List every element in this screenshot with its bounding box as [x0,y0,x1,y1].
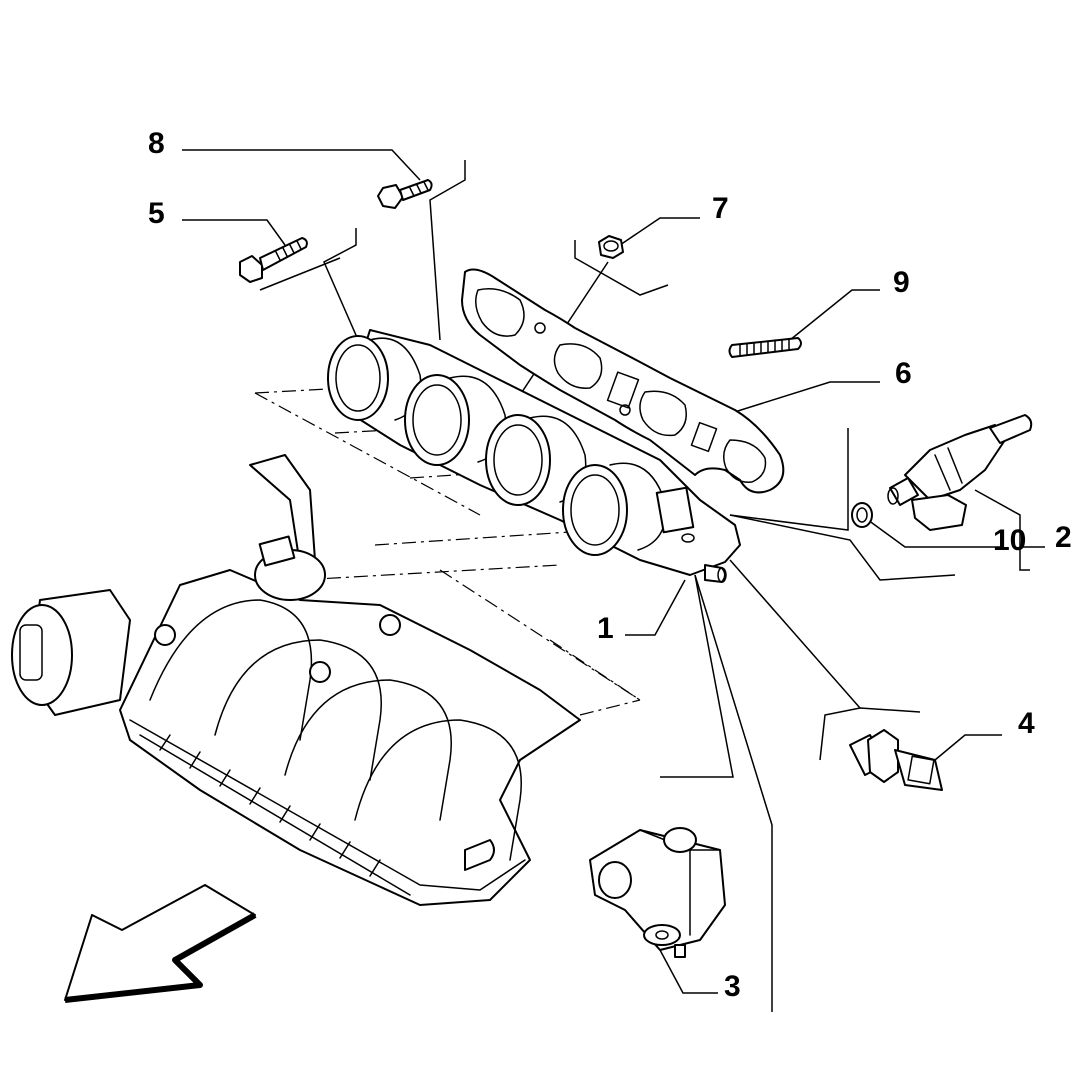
bolt-5 [239,237,308,283]
callout-7: 7 [712,192,729,225]
callout-labels: 8 5 7 9 6 10 2 1 4 3 [148,127,1072,1003]
sensor-4 [849,729,943,791]
intake-manifold [11,454,581,906]
runner-body-1 [327,329,741,583]
direction-arrow-icon [64,884,257,1003]
callout-9: 9 [893,266,910,299]
callout-4: 4 [1018,707,1035,740]
nut-7 [598,235,624,259]
gasket-6 [461,268,785,494]
callout-5: 5 [148,197,165,230]
callout-6: 6 [895,357,912,390]
solenoid-valve-3 [589,827,726,958]
o-ring-10 [851,502,873,528]
callout-8: 8 [148,127,165,160]
callout-10: 10 [993,524,1026,557]
callout-2: 2 [1055,521,1072,554]
bolt-8 [377,179,433,209]
callout-1: 1 [597,612,614,645]
stud-9 [728,337,802,358]
callout-3: 3 [724,970,741,1003]
injector-2 [887,414,1033,531]
